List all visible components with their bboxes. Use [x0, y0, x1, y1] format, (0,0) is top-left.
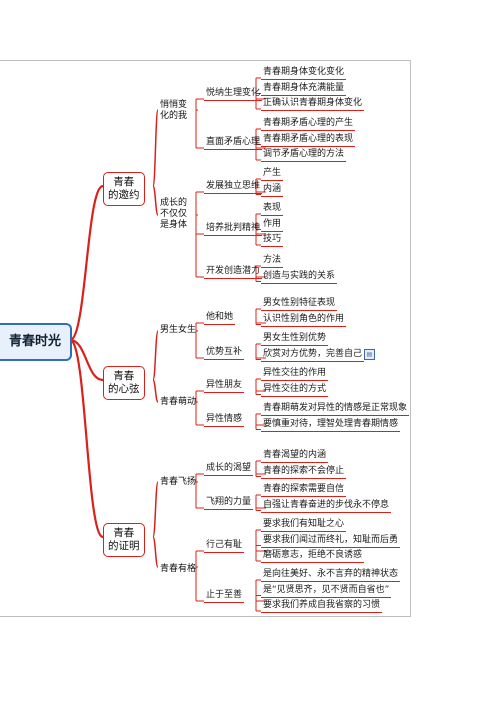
topic[interactable]: 优势互补	[204, 347, 245, 360]
leaf-topic[interactable]: 产生	[261, 168, 284, 181]
leaf-topic[interactable]: 是向往美好、永不言弃的精神状态	[261, 569, 401, 582]
branch-topic-line: 青春	[113, 370, 135, 382]
branch-curve	[152, 330, 159, 381]
topic[interactable]: 悦纳生理变化	[204, 88, 263, 101]
leaf-topic[interactable]: 要求我们闻过而终礼，知耻而后勇	[261, 535, 401, 548]
leaf-topic[interactable]: 青春渴望的内涵	[261, 450, 329, 463]
root-topic[interactable]: 青春时光	[0, 323, 72, 361]
leaf-topic[interactable]: 调节矛盾心理的方法	[261, 149, 347, 162]
subtopic[interactable]: 青春萌动	[160, 397, 196, 408]
leaf-topic[interactable]: 作用	[261, 219, 284, 232]
branch-curve	[69, 338, 104, 382]
leaf-topic[interactable]: 青春期矛盾心理的表现	[261, 134, 356, 147]
branch-curve	[152, 379, 159, 403]
leaf-topic[interactable]: 青春的探索不会停止	[261, 466, 347, 479]
topic[interactable]: 培养批判精神	[204, 223, 263, 236]
subtopic-line: 男生女生	[160, 325, 197, 335]
leaf-topic[interactable]: 青春期身体充满能量	[261, 83, 347, 96]
subtopic[interactable]: 悄悄变化的我	[160, 100, 187, 122]
branch-curve	[152, 185, 159, 216]
topic[interactable]: 行己有耻	[204, 540, 245, 553]
subtopic[interactable]: 成长的不仅仅是身体	[160, 198, 187, 231]
subtopic-line: 成长的	[160, 198, 188, 208]
note-icon[interactable]: ▤	[364, 349, 375, 360]
subtopic-line: 悄悄变	[160, 100, 188, 110]
branch-topic-line: 的邀约	[108, 189, 140, 201]
topic[interactable]: 成长的渴望	[204, 463, 254, 476]
leaf-topic[interactable]: 男女性别特征表现	[261, 298, 338, 311]
leaf-topic[interactable]: 要慎重对待，理智处理青春期情感	[261, 419, 401, 432]
branch-curve	[68, 338, 105, 539]
subtopic-line: 化的我	[160, 111, 188, 121]
leaf-topic[interactable]: 青春期身体变化变化	[261, 67, 347, 80]
leaf-topic[interactable]: 青春期萌发对异性的情感是正常现象	[261, 403, 410, 416]
leaf-topic[interactable]: 自强让青春奋进的步伐永不停息	[261, 500, 392, 513]
topic[interactable]: 异性朋友	[204, 380, 245, 393]
subtopic[interactable]: 男生女生	[160, 325, 196, 336]
branch-topic-line: 青春	[113, 527, 135, 539]
subtopic[interactable]: 青春飞扬	[160, 477, 196, 488]
topic[interactable]: 止于至善	[204, 590, 245, 603]
leaf-topic[interactable]: 内涵	[261, 184, 284, 197]
topic[interactable]: 直面矛盾心理	[204, 137, 263, 150]
subtopic-line: 不仅仅	[160, 209, 188, 219]
leaf-topic[interactable]: 创造与实践的关系	[261, 271, 338, 284]
leaf-topic[interactable]: 异性交往的作用	[261, 368, 329, 381]
branch-curve	[152, 536, 159, 568]
branch-curve	[152, 109, 159, 187]
leaf-topic[interactable]: 技巧	[261, 234, 284, 247]
branch-topic[interactable]: 青春的证明	[103, 523, 145, 557]
leaf-topic[interactable]: 欣赏对方优势，完善自己	[261, 349, 365, 362]
branch-topic-line: 的心弦	[108, 383, 140, 395]
branch-topic-line: 青春	[113, 176, 135, 188]
leaf-topic[interactable]: 要求我们养成自我省察的习惯	[261, 600, 383, 613]
leaf-topic[interactable]: 磨砺意志，拒绝不良诱惑	[261, 550, 365, 563]
leaf-topic[interactable]: 认识性别角色的作用	[261, 314, 347, 327]
leaf-topic[interactable]: 表现	[261, 203, 284, 216]
branch-curve	[152, 481, 159, 538]
subtopic[interactable]: 青春有格	[160, 564, 196, 575]
subtopic-line: 青春萌动	[160, 397, 197, 407]
branch-curve	[69, 184, 104, 342]
leaf-topic[interactable]: 男女生性别优势	[261, 333, 329, 346]
leaf-topic[interactable]: 正确认识青春期身体变化	[261, 98, 365, 111]
leaf-topic[interactable]: 青春期矛盾心理的产生	[261, 118, 356, 131]
branch-topic-line: 的证明	[108, 540, 140, 552]
leaf-topic[interactable]: 要求我们有知耻之心	[261, 519, 347, 532]
topic[interactable]: 飞翔的力量	[204, 497, 254, 510]
topic[interactable]: 异性情感	[204, 414, 245, 427]
subtopic-line: 青春飞扬	[160, 477, 197, 487]
branch-topic[interactable]: 青春的邀约	[103, 172, 145, 206]
subtopic-line: 是身体	[160, 220, 188, 230]
leaf-topic[interactable]: 青春的探索需要自信	[261, 484, 347, 497]
topic[interactable]: 发展独立思维	[204, 181, 263, 194]
topic[interactable]: 他和她	[204, 312, 236, 325]
subtopic-line: 青春有格	[160, 564, 197, 574]
topic[interactable]: 开发创造潜力	[204, 266, 263, 279]
leaf-topic[interactable]: 是“见贤思齐，见不贤而自省也”	[261, 585, 392, 598]
leaf-topic[interactable]: 异性交往的方式	[261, 384, 329, 397]
leaf-topic[interactable]: 方法	[261, 255, 284, 268]
branch-topic[interactable]: 青春的心弦	[103, 366, 145, 400]
